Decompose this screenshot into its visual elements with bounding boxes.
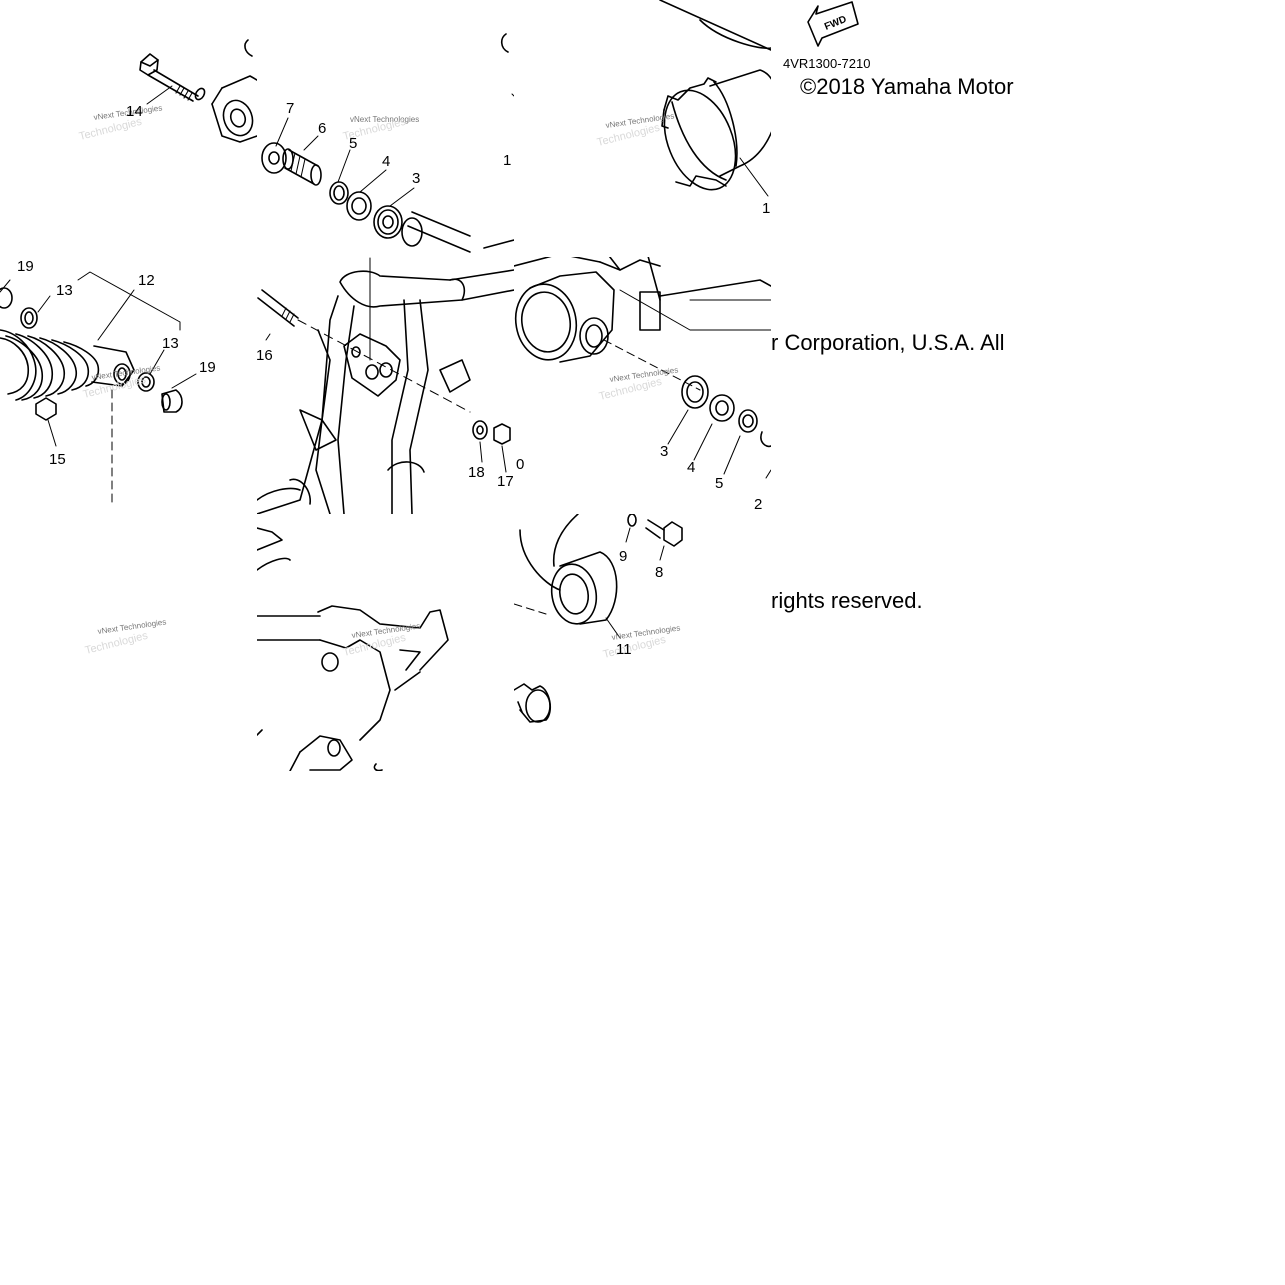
part-number-label: 17 (497, 473, 514, 490)
part-number-label: 13 (56, 282, 73, 299)
part-number-label: 15 (49, 451, 66, 468)
part-number-label: 5 (715, 475, 723, 492)
diagram-code: 4VR1300-7210 (783, 56, 871, 71)
svg-text:Technologies: Technologies (84, 630, 150, 657)
copyright-tiles: ©2018 Yamaha Motor r Corporation, U.S.A.… (771, 0, 1028, 771)
fwd-arrow-icon (807, 1, 859, 47)
part-number-label: 2 (754, 496, 762, 513)
copyright-line-3: rights reserved. (771, 588, 923, 613)
part-number-label: 1 (503, 152, 511, 169)
copyright-line-1: ©2018 Yamaha Motor (800, 74, 1014, 99)
tile-mask (0, 514, 257, 524)
part-number-label: 6 (318, 120, 326, 137)
tile-pivot (514, 257, 771, 479)
part-number-label: 4 (382, 153, 390, 170)
tile-boot (659, 0, 771, 197)
part-number-label: 5 (349, 135, 357, 152)
part-number-label: 3 (660, 443, 668, 460)
tile-shock (0, 271, 197, 506)
part-number-label: 3 (412, 170, 420, 187)
tile-bolt-14 (139, 39, 257, 143)
part-number-label: 8 (655, 564, 663, 581)
tile-cover (514, 514, 683, 723)
part-number-label: 7 (286, 100, 294, 117)
part-number-label: 12 (138, 272, 155, 289)
part-number-label: 16 (256, 347, 273, 364)
part-number-label: 13 (162, 335, 179, 352)
part-number-label: 0 (516, 456, 524, 473)
tile-bracket (257, 527, 449, 771)
part-number-label: 18 (468, 464, 485, 481)
part-number-label: 19 (199, 359, 216, 376)
part-number-label: 1 (762, 200, 770, 217)
part-number-label: 19 (17, 258, 34, 275)
part-number-label: 14 (126, 103, 143, 120)
part-number-label: 9 (619, 548, 627, 565)
part-number-label: 11 (616, 641, 632, 658)
part-number-labels: 14 7 6 5 4 3 1 1 19 13 12 13 19 15 16 18… (17, 100, 770, 658)
tile-frame (257, 257, 514, 514)
copyright-line-2: r Corporation, U.S.A. All (771, 330, 1005, 355)
tile-bearings-upper (261, 33, 514, 253)
part-number-label: 4 (687, 459, 695, 476)
watermark-text: vNext Technologies (350, 115, 419, 124)
